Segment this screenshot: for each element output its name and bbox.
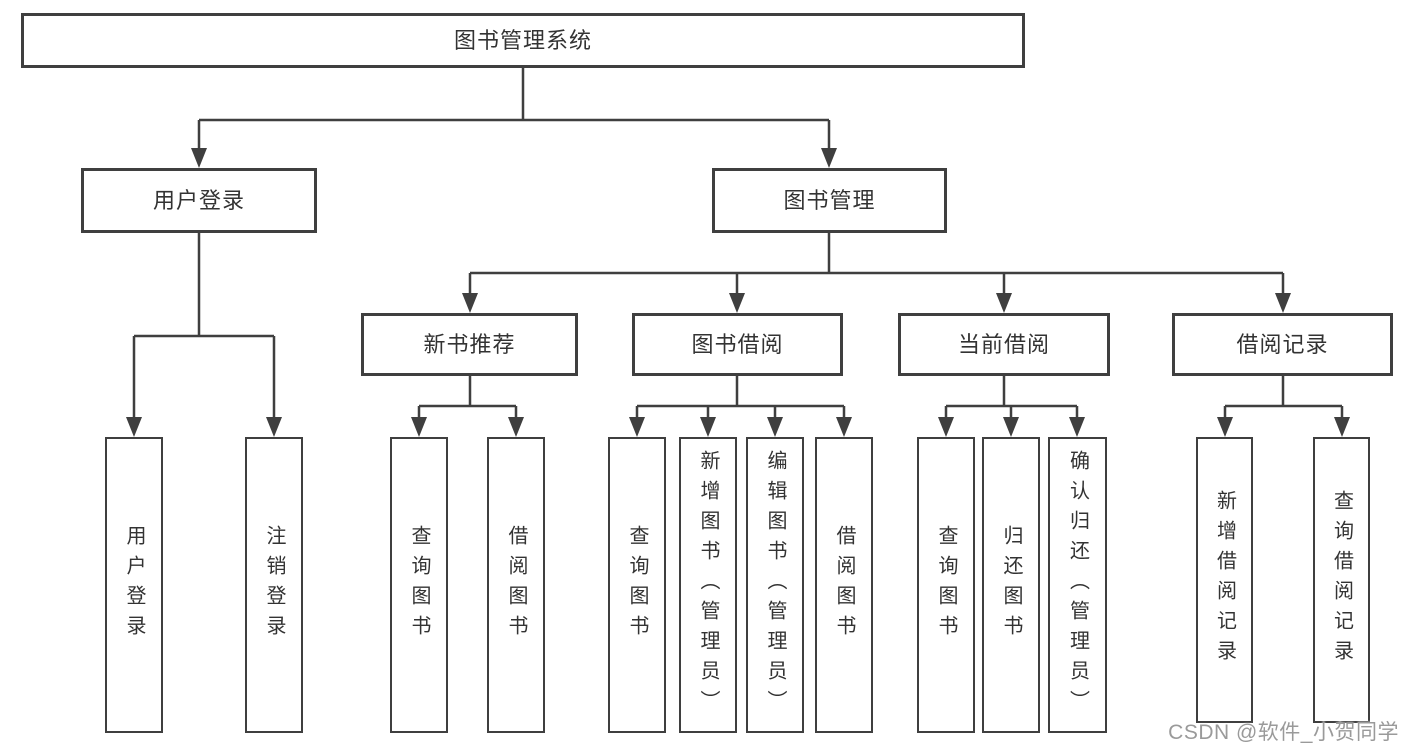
leaf-user-login: 用户登录: [105, 437, 163, 733]
node-label: 新增图书（管理员）: [697, 450, 719, 720]
node-label: 图书借阅: [691, 331, 784, 357]
node-label: 查询图书: [626, 525, 648, 645]
node-label: 用户登录: [152, 187, 245, 213]
csdn-watermark: CSDN @软件_小贺同学: [1168, 721, 1399, 744]
node-label: 编辑图书（管理员）: [764, 450, 786, 720]
node-library-management-system: 图书管理系统: [21, 13, 1025, 68]
node-label: 归还图书: [1000, 525, 1022, 645]
node-borrow-records: 借阅记录: [1172, 313, 1393, 376]
leaf-borrow-books-recommend: 借阅图书: [487, 437, 545, 733]
node-book-borrow: 图书借阅: [632, 313, 843, 376]
leaf-borrow-books: 借阅图书: [815, 437, 873, 733]
node-label: 注销登录: [263, 525, 285, 645]
node-label: 新书推荐: [423, 331, 516, 357]
node-user-login: 用户登录: [81, 168, 317, 233]
node-new-book-recommend: 新书推荐: [361, 313, 578, 376]
node-current-borrow: 当前借阅: [898, 313, 1110, 376]
leaf-return-books: 归还图书: [982, 437, 1040, 733]
arrowheads: [126, 148, 1350, 437]
node-label: 借阅图书: [505, 525, 527, 645]
leaf-query-books-recommend: 查询图书: [390, 437, 448, 733]
leaf-query-books-current: 查询图书: [917, 437, 975, 733]
node-label: 确认归还（管理员）: [1066, 450, 1089, 720]
node-label: 当前借阅: [957, 331, 1050, 357]
leaf-edit-book-admin: 编辑图书（管理员）: [746, 437, 804, 733]
node-label: 查询图书: [935, 525, 957, 645]
node-label: 新增借阅记录: [1213, 490, 1236, 670]
leaf-query-borrow-record: 查询借阅记录: [1313, 437, 1370, 723]
node-label: 图书管理系统: [453, 27, 592, 53]
node-label: 用户登录: [123, 525, 145, 645]
node-book-management: 图书管理: [712, 168, 947, 233]
node-label: 查询借阅记录: [1330, 490, 1353, 670]
node-label: 借阅图书: [833, 525, 855, 645]
leaf-logout: 注销登录: [245, 437, 303, 733]
leaf-confirm-return-admin: 确认归还（管理员）: [1048, 437, 1107, 733]
node-label: 图书管理: [783, 187, 876, 213]
leaf-add-book-admin: 新增图书（管理员）: [679, 437, 737, 733]
node-label: 查询图书: [408, 525, 430, 645]
leaf-add-borrow-record: 新增借阅记录: [1196, 437, 1253, 723]
leaf-query-books-borrow: 查询图书: [608, 437, 666, 733]
node-label: 借阅记录: [1236, 331, 1329, 357]
